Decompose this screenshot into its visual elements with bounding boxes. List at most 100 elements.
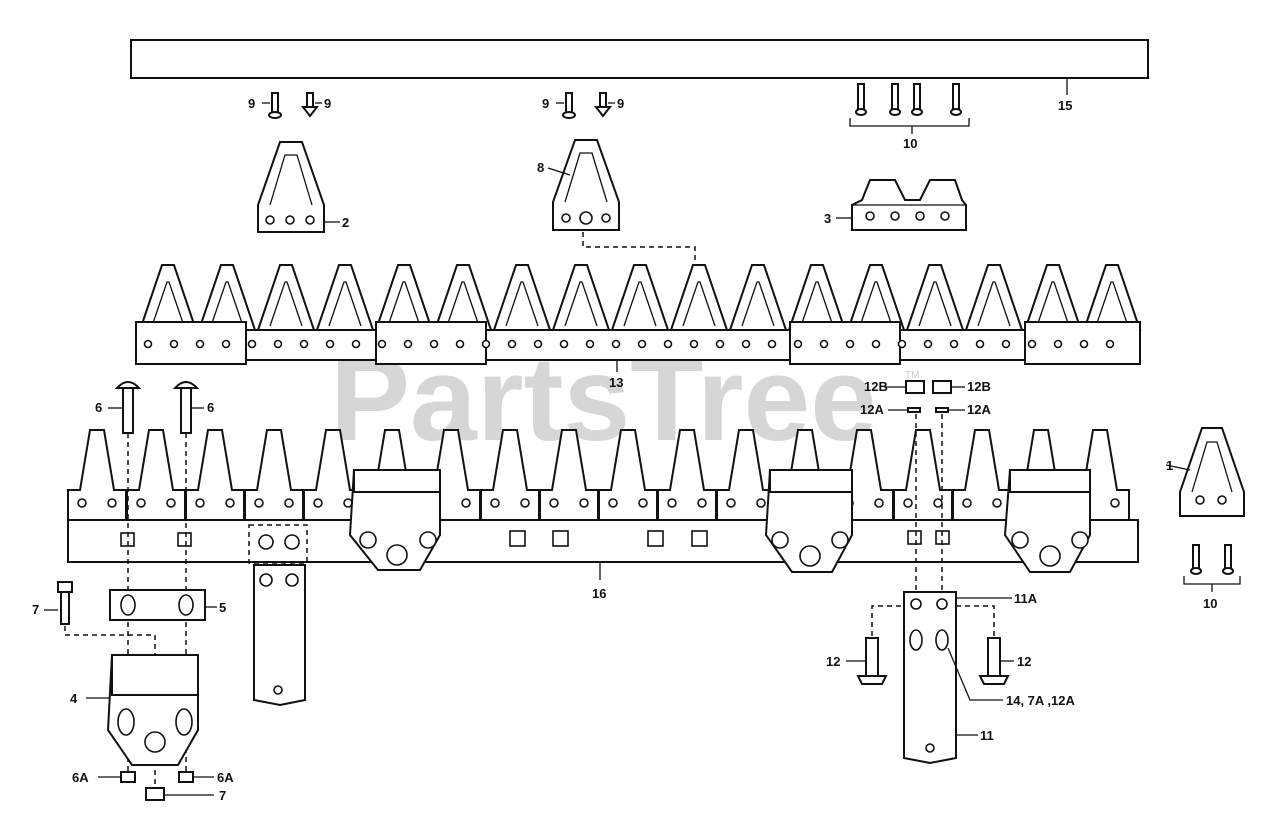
part-5-plate[interactable] <box>109 589 217 621</box>
knife-section-inner <box>446 281 480 327</box>
part-6A-nuts[interactable] <box>98 771 214 783</box>
rivet-hole <box>923 339 933 349</box>
part-4-clip[interactable] <box>86 654 199 766</box>
knife-section-inner <box>623 281 657 327</box>
rivet-hole <box>559 339 569 349</box>
knife-section <box>787 264 847 331</box>
knife-section-inner <box>269 281 303 327</box>
part-16-guard-bar[interactable] <box>67 429 1139 580</box>
rivet-hole <box>455 339 465 349</box>
knife-section-inner <box>800 281 834 327</box>
label-11: 11 <box>980 728 994 743</box>
guard-hole <box>313 498 323 508</box>
rivet-hole <box>377 339 387 349</box>
rivet-hole <box>403 339 413 349</box>
guard-hole <box>549 498 559 508</box>
part-11-bracket[interactable] <box>903 591 1012 765</box>
hold-down-clip-1[interactable] <box>348 469 441 571</box>
knife-section <box>728 264 788 331</box>
part-12B-12A-hardware[interactable] <box>884 380 965 592</box>
rivet-hole <box>897 339 907 349</box>
knife-section <box>197 264 257 331</box>
label-10b: 10 <box>1203 596 1217 611</box>
rivet-hole <box>819 339 829 349</box>
knife-section <box>551 264 611 331</box>
knife-section <box>374 264 434 331</box>
guard-hole <box>726 498 736 508</box>
part-7-nut[interactable] <box>145 787 214 801</box>
knife-section-inner <box>151 281 185 327</box>
label-12A-left: 12A <box>860 402 884 417</box>
guard-hole <box>608 498 618 508</box>
part-10-bolts-top[interactable] <box>849 83 970 134</box>
guard-tooth <box>893 429 953 521</box>
knife-section-inner <box>387 281 421 327</box>
knife-section <box>610 264 670 331</box>
label-5: 5 <box>219 600 226 615</box>
rivet-hole <box>1001 339 1011 349</box>
label-10a: 10 <box>903 136 917 151</box>
label-12B-left: 12B <box>864 379 888 394</box>
guard-hole <box>992 498 1002 508</box>
guard-hole <box>638 498 648 508</box>
guard-hole <box>579 498 589 508</box>
part-3-section[interactable] <box>836 179 967 231</box>
rivet-hole <box>533 339 543 349</box>
label-7-left: 7 <box>32 602 39 617</box>
rivet-hole <box>247 339 257 349</box>
rivet-hole <box>169 339 179 349</box>
label-7-bottom: 7 <box>219 788 226 803</box>
rivet-hole <box>299 339 309 349</box>
guard-hole <box>874 498 884 508</box>
rivet-hole <box>507 339 517 349</box>
knife-section-inner <box>210 281 244 327</box>
part-9-bolts-left[interactable] <box>262 92 322 119</box>
knife-section <box>256 264 316 331</box>
part-15-bar[interactable] <box>130 39 1149 95</box>
part-12-bolt-right[interactable] <box>956 605 1014 685</box>
part-8-section[interactable] <box>547 139 696 262</box>
guard-hole <box>195 498 205 508</box>
rivet-hole <box>975 339 985 349</box>
part-9-bolts-middle[interactable] <box>556 92 615 119</box>
guard-tooth <box>67 429 127 521</box>
rivet-hole <box>689 339 699 349</box>
part-7-bolt[interactable] <box>44 581 156 790</box>
part-13-knife-assembly[interactable] <box>135 264 1142 372</box>
knife-section-inner <box>1095 281 1129 327</box>
guard-hole <box>903 498 913 508</box>
watermark-trademark: TM <box>905 370 919 381</box>
part-12-bolt-left[interactable] <box>846 605 904 685</box>
knife-section <box>433 264 493 331</box>
rivet-hole <box>637 339 647 349</box>
label-16: 16 <box>592 586 606 601</box>
guard-hole <box>962 498 972 508</box>
knife-section <box>964 264 1024 331</box>
knife-section <box>138 264 198 331</box>
guard-tooth <box>126 429 186 521</box>
rivet-hole <box>611 339 621 349</box>
label-6-right: 6 <box>207 400 214 415</box>
hold-down-clip-3[interactable] <box>1003 469 1091 573</box>
knife-section <box>315 264 375 331</box>
knife-section-inner <box>682 281 716 327</box>
rivet-hole <box>1027 339 1037 349</box>
part-1-section[interactable] <box>1165 427 1245 517</box>
part-10-bolts-right[interactable] <box>1183 544 1241 592</box>
guard-tooth <box>244 429 304 521</box>
rivet-hole <box>273 339 283 349</box>
label-1: 1 <box>1166 458 1173 473</box>
rivet-hole <box>325 339 335 349</box>
rivet-hole <box>767 339 777 349</box>
knife-section-inner <box>918 281 952 327</box>
guard-hole <box>520 498 530 508</box>
part-2-section[interactable] <box>257 141 340 233</box>
guard-bracket-left[interactable] <box>248 524 308 707</box>
guard-tooth <box>185 429 245 521</box>
rivet-hole <box>845 339 855 349</box>
knife-section <box>846 264 906 331</box>
label-6A-left: 6A <box>72 770 89 785</box>
guard-hole <box>254 498 264 508</box>
hold-down-clip-2[interactable] <box>764 469 853 573</box>
knife-section <box>905 264 965 331</box>
